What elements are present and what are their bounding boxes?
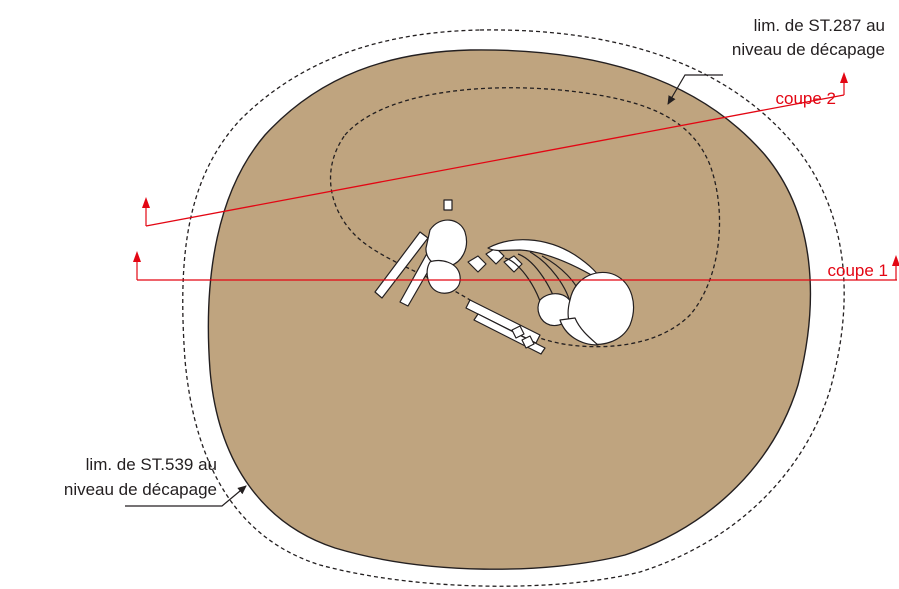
small-find-marker <box>443 199 453 211</box>
coupe-2-label: coupe 2 <box>776 89 837 108</box>
coupe-1-label: coupe 1 <box>828 261 889 280</box>
arrow-up-icon <box>133 251 141 280</box>
section-markers <box>133 72 899 280</box>
vertebra <box>503 255 523 273</box>
coupe-2-line <box>145 94 845 227</box>
skeleton-remains <box>374 199 635 355</box>
st287-label-line1: lim. de ST.287 au <box>754 16 885 35</box>
hand-bones <box>511 325 535 349</box>
st287-limit-outline <box>329 87 721 348</box>
arrow-up-icon <box>142 197 150 226</box>
st287-label-line2: niveau de décapage <box>732 40 885 59</box>
pelvis-bone <box>425 219 468 268</box>
mandible <box>559 317 599 346</box>
st539-label-line2: niveau de décapage <box>64 480 217 499</box>
sacrum-bone <box>426 259 461 294</box>
pit-fill-st539 <box>207 49 812 570</box>
arrow-up-icon <box>892 255 899 280</box>
arrow-icon <box>125 485 247 507</box>
st539-label-line1: lim. de ST.539 au <box>86 455 217 474</box>
section-lines <box>137 94 897 281</box>
st539-limit-outline <box>182 29 845 587</box>
vertebra <box>467 255 487 273</box>
arrow-up-icon <box>840 72 848 95</box>
arrow-icon <box>667 74 723 105</box>
